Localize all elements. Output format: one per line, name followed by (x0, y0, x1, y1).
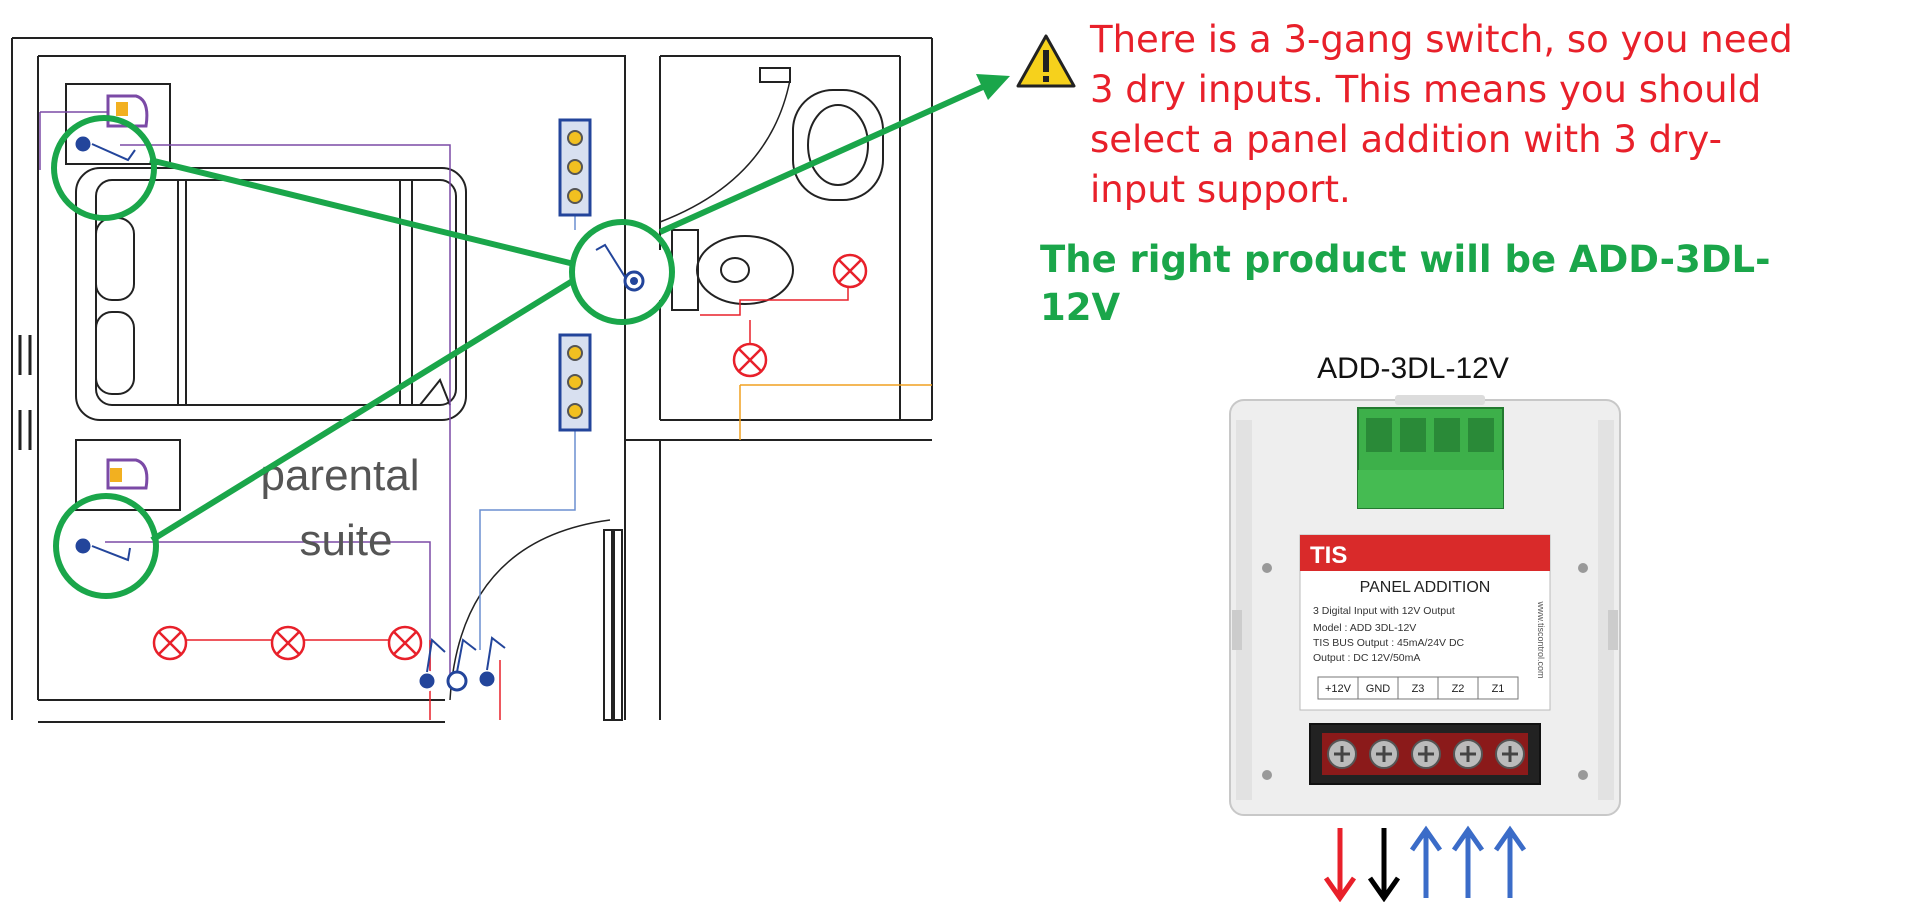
bed-mattress (95, 179, 457, 406)
wall-corridor (624, 56, 932, 720)
bed-frame (75, 167, 467, 421)
label-website: www.tiscontrol.com (1536, 600, 1546, 678)
switch-icon (72, 133, 136, 162)
triple-switch-icon (416, 636, 506, 692)
wire-purple (39, 111, 451, 680)
arrow-down-black (1367, 828, 1401, 902)
lamp-icon (270, 625, 306, 661)
device-hole (1578, 563, 1588, 573)
warning-line: input support. (1090, 168, 1351, 211)
sink-basin (792, 89, 884, 201)
warning-text: There is a 3-gang switch, so you need 3 … (1089, 18, 1793, 211)
bath-door-leaf (759, 67, 791, 83)
toilet-bowl (696, 235, 794, 305)
window-mark (18, 335, 32, 450)
device-hole (1262, 563, 1272, 573)
wall-bottom (38, 699, 445, 723)
product-device: TIS PANEL ADDITION 3 Digital Input with … (1229, 395, 1621, 816)
highlight-circle (569, 219, 675, 325)
answer-line: 12V (1040, 286, 1120, 329)
lamp-icon (832, 253, 868, 289)
sink-bowl (807, 104, 869, 186)
product-caption: ADD-3DL-12V (1317, 352, 1509, 385)
bedside-lamp-icon (106, 458, 149, 490)
door-leaf (603, 529, 615, 721)
lamp-icon (732, 342, 768, 378)
device-label-header (1300, 535, 1550, 571)
floor-plan (11, 37, 933, 723)
warning-icon (1016, 34, 1076, 88)
bed-fold (419, 378, 451, 406)
terminal-label: +12V (1325, 683, 1352, 695)
terminal-label: GND (1366, 683, 1391, 695)
toilet-seat (720, 257, 750, 283)
room-label: suite (300, 516, 393, 565)
highlight-circle (53, 493, 159, 599)
connector-line (149, 157, 575, 267)
device-clip (1236, 420, 1252, 800)
wall-right (899, 38, 933, 420)
lamp-icon (387, 625, 423, 661)
device-hole (1262, 770, 1272, 780)
spec-line: TIS BUS Output : 45mA/24V DC (1313, 637, 1465, 649)
bed-line (177, 180, 413, 405)
wire-orange (739, 384, 932, 440)
warning-line: select a panel addition with 3 dry- (1090, 118, 1722, 161)
device-clip (1598, 420, 1614, 800)
callout-arrow-line (658, 83, 987, 235)
highlight-group (51, 83, 987, 599)
lamp-icon (152, 625, 188, 661)
answer-text: The right product will be ADD-3DL- 12V (1040, 238, 1770, 329)
spec-line: Model : ADD 3DL-12V (1313, 622, 1416, 634)
door-arc (449, 519, 611, 701)
answer-line: The right product will be ADD-3DL- (1040, 238, 1770, 281)
connector-line (150, 277, 576, 543)
switch-icon (595, 243, 645, 292)
spec-line: 3 Digital Input with 12V Output (1313, 605, 1455, 617)
highlight-circle (51, 115, 157, 221)
nightstand-top (65, 83, 171, 165)
arrow-up-blue (1409, 825, 1443, 898)
callout-arrowhead (976, 74, 1010, 100)
brand-logo: TIS (1310, 542, 1347, 569)
pillow (95, 311, 135, 395)
wall-top (11, 37, 932, 720)
wiring-arrows (1323, 825, 1527, 902)
terminal-label: Z1 (1492, 683, 1505, 695)
arrow-down-red (1323, 828, 1357, 902)
nightstand-bottom (75, 439, 181, 511)
terminal-label: Z3 (1412, 683, 1425, 695)
terminal-label: Z2 (1452, 683, 1465, 695)
bath-door-arc (659, 79, 791, 223)
arrow-up-blue (1451, 825, 1485, 898)
device-hole (1578, 770, 1588, 780)
device-tab (1395, 395, 1485, 405)
arrow-up-blue (1493, 825, 1527, 898)
switch-panel-lower (558, 333, 592, 432)
switch-icon (72, 535, 131, 562)
device-slot (1232, 610, 1242, 650)
door-leaf (611, 529, 623, 721)
label-title: PANEL ADDITION (1360, 579, 1491, 596)
toilet-tank (671, 229, 699, 311)
pillow (95, 217, 135, 301)
warning-line: There is a 3-gang switch, so you need (1089, 18, 1793, 61)
switch-panel-upper (558, 118, 592, 217)
spec-line: Output : DC 12V/50mA (1313, 652, 1420, 664)
warning-line: 3 dry inputs. This means you should (1090, 68, 1761, 111)
device-slot (1608, 610, 1618, 650)
